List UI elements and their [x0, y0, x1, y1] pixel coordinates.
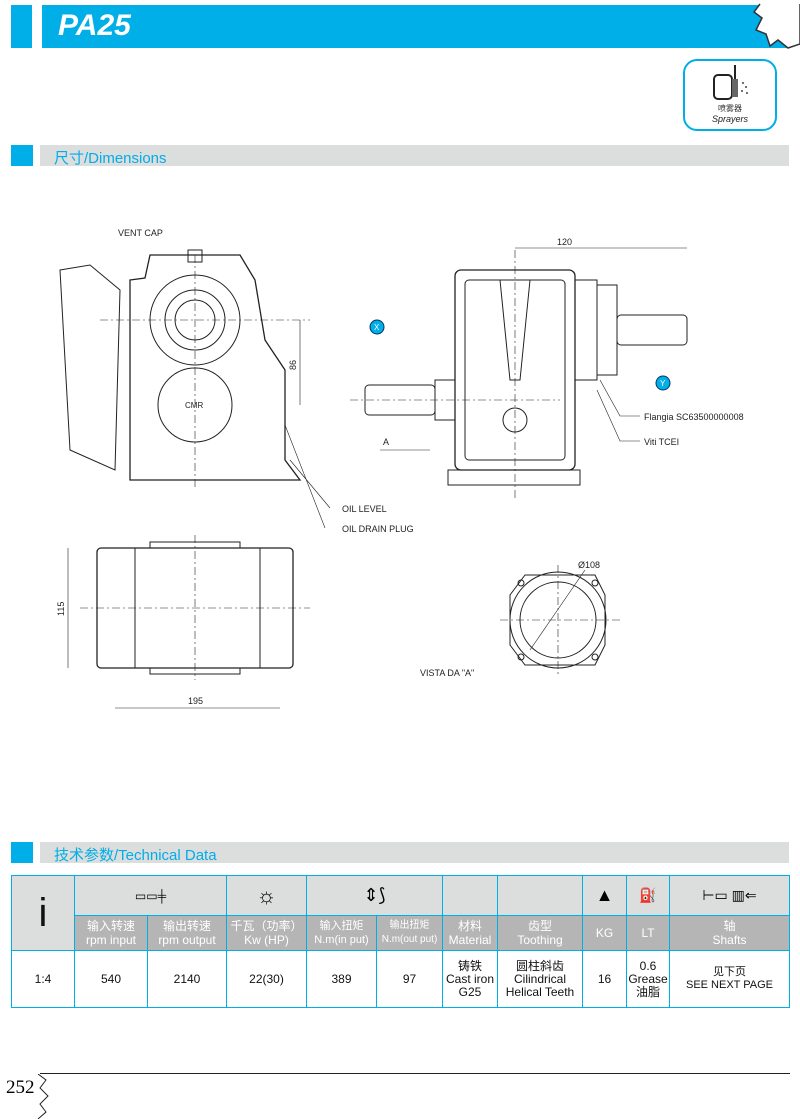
- cell-rpm-input: 540: [74, 950, 148, 1008]
- cell-nm-in: 389: [306, 950, 377, 1008]
- gear-icon: [752, 3, 800, 49]
- marker-y-label: Y: [660, 379, 666, 388]
- material-icon-empty: [442, 875, 498, 916]
- label-vista: VISTA DA "A": [420, 668, 474, 678]
- badge-label-en: Sprayers: [711, 114, 748, 124]
- dim-115: 115: [56, 602, 66, 616]
- toothing-icon-empty: [497, 875, 583, 916]
- page-title: PA25: [58, 9, 131, 42]
- footer-gear-icon: [37, 1074, 49, 1119]
- section-bar: [40, 842, 789, 863]
- section-accent: [11, 145, 33, 166]
- section-title-technical: 技术参数/Technical Data: [54, 847, 217, 864]
- shafts-icon: ⊢▭ ▥⇐: [669, 875, 790, 916]
- header-bar: [42, 5, 787, 48]
- top-view-drawing: [67, 535, 310, 709]
- cell-kw: 22(30): [226, 950, 307, 1008]
- cell-kg: 16: [582, 950, 627, 1008]
- side-view-drawing: [59, 249, 331, 529]
- footer-line: [40, 1073, 790, 1074]
- cell-nm-out: 97: [376, 950, 443, 1008]
- badge-label-cn: 喷雾器: [718, 104, 742, 113]
- label-view-a: A: [383, 437, 389, 447]
- marker-y: [655, 375, 671, 391]
- header-kw: 千瓦（功率）Kw (HP): [226, 915, 307, 951]
- header-kg: KG: [582, 915, 627, 951]
- label-oil-level: OIL LEVEL: [342, 504, 387, 514]
- marker-x: [369, 319, 385, 335]
- page-number: 252: [6, 1077, 35, 1098]
- marker-x-label: X: [374, 323, 380, 332]
- label-oil-drain: OIL DRAIN PLUG: [342, 524, 414, 534]
- section-title-dimensions: 尺寸/Dimensions: [54, 150, 167, 167]
- power-sun-icon: ☼: [226, 875, 307, 916]
- front-view-drawing: [350, 247, 688, 500]
- torque-icon: ⇕⟆: [306, 875, 443, 916]
- dim-120: 120: [557, 237, 572, 247]
- ratio-symbol: i: [11, 875, 75, 951]
- weight-icon: ▲: [582, 875, 627, 916]
- label-screws: Viti TCEI: [644, 437, 679, 447]
- dim-86: 86: [288, 360, 298, 370]
- label-flange: Flangia SC63500000008: [644, 412, 744, 422]
- sprayers-badge: 喷雾器 Sprayers: [683, 59, 777, 131]
- dim-195: 195: [188, 696, 203, 706]
- header-accent: [11, 5, 32, 48]
- cell-ratio: 1:4: [11, 950, 75, 1008]
- dim-108: Ø108: [578, 560, 600, 570]
- oil-can-icon: ⛽: [626, 875, 670, 916]
- shaft-speed-icon: ▭▭╪: [74, 875, 227, 916]
- flange-view-drawing: [500, 565, 620, 675]
- header-lt: LT: [626, 915, 670, 951]
- section-bar: [40, 145, 789, 166]
- sprayer-icon: [713, 65, 748, 100]
- label-vent-cap: VENT CAP: [118, 228, 163, 238]
- dimension-drawings: VENT CAP CMR 86 OIL LEVEL OIL DRAIN PLUG…: [56, 228, 744, 709]
- cell-rpm-output: 2140: [147, 950, 227, 1008]
- section-accent: [11, 842, 33, 863]
- logo-cmr: CMR: [185, 401, 203, 410]
